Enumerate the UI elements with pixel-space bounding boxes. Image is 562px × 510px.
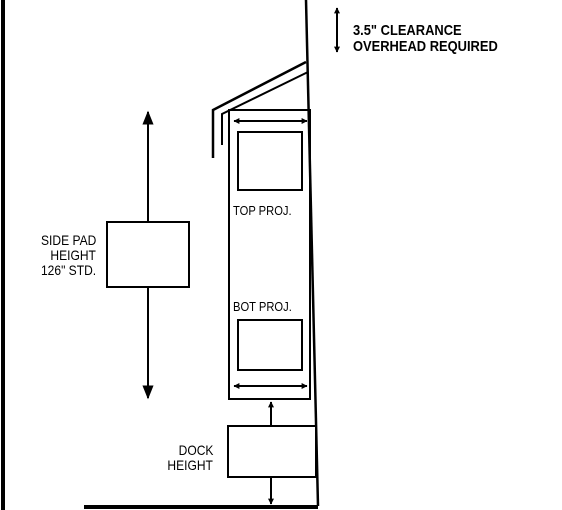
dock-height-box <box>227 425 317 478</box>
top-projection-box <box>237 131 303 191</box>
building-wall-line <box>304 0 320 507</box>
top-projection-label: TOP PROJ. <box>233 203 292 218</box>
dock-height-label-line2: HEIGHT <box>167 457 213 473</box>
bottom-projection-box <box>237 319 303 371</box>
side-pad-outline <box>228 109 311 400</box>
side-pad-label-line1: SIDE PAD <box>40 232 96 248</box>
canopy-inner-outline <box>221 71 309 145</box>
bottom-projection-label: BOT PROJ. <box>233 299 292 314</box>
side-pad-label-box <box>106 221 190 288</box>
side-pad-label-line2: HEIGHT <box>50 247 96 263</box>
canopy-outline <box>211 60 307 158</box>
dock-height-label-line1: DOCK <box>178 442 213 458</box>
clearance-label-line1: 3.5" CLEARANCE <box>353 22 462 39</box>
side-pad-label-line3: 126" STD. <box>40 262 96 278</box>
clearance-label-line2: OVERHEAD REQUIRED <box>353 38 498 55</box>
